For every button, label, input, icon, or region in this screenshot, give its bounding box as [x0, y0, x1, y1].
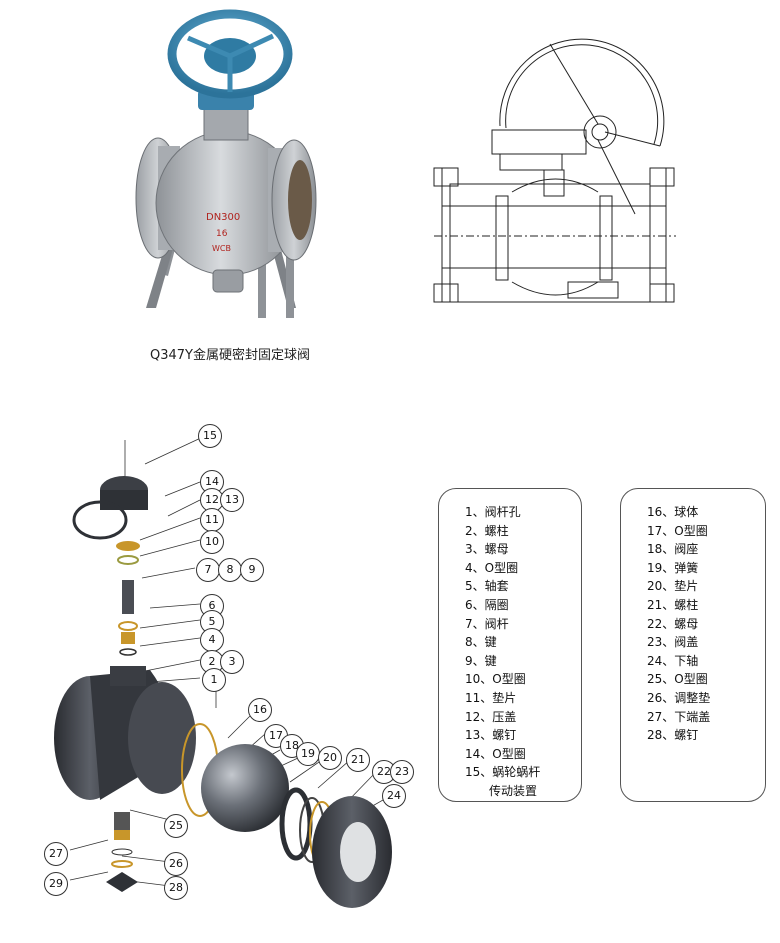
part-list-item: 8、键 [465, 635, 497, 650]
callout-16: 16 [248, 698, 272, 722]
part-list-item: 18、阀座 [647, 542, 699, 557]
part-list-item: 传动装置 [465, 783, 538, 798]
part-list-item: 23、阀盖 [647, 635, 699, 650]
callout-9: 9 [240, 558, 264, 582]
callout-10: 10 [200, 530, 224, 554]
parts-list-right-items: 16、球体 17、O型圈 18、阀座 19、弹簧 20、垫片 21、螺柱 22、螺母 23、阀… [647, 503, 710, 745]
callout-15: 15 [198, 424, 222, 448]
callout-25: 25 [164, 814, 188, 838]
parts-list-left: 1、阀杆孔 2、螺柱 3、螺母 4、O型圈 5、轴套 6、隔圈 7、阀杆 8、键 9、键 10、O… [438, 488, 582, 802]
part-list-item: 4、O型圈 [465, 560, 519, 575]
part-list-item: 12、压盖 [465, 709, 517, 724]
callout-27: 27 [44, 842, 68, 866]
body-marking-size: DN300 [206, 212, 240, 223]
callout-21: 21 [346, 748, 370, 772]
part-list-item: 13、螺钉 [465, 728, 517, 743]
body-marking-material: WCB [212, 244, 231, 253]
callout-20: 20 [318, 746, 342, 770]
part-list-item: 2、螺柱 [465, 523, 509, 538]
part-list-item: 6、隔圈 [465, 597, 509, 612]
body-marking-pressure: 16 [216, 229, 228, 239]
part-list-item: 17、O型圈 [647, 523, 708, 538]
part-list-item: 9、键 [465, 653, 497, 668]
part-list-item: 7、阀杆 [465, 616, 509, 631]
callout-8: 8 [218, 558, 242, 582]
part-list-item: 5、轴套 [465, 579, 509, 594]
part-list-item: 21、螺柱 [647, 597, 699, 612]
callout-24: 24 [382, 784, 406, 808]
part-list-item: 19、弹簧 [647, 560, 699, 575]
part-list-item: 24、下轴 [647, 653, 699, 668]
photo-caption: Q347Y金属硬密封固定球阀 [150, 348, 310, 363]
part-list-item: 11、垫片 [465, 690, 517, 705]
part-list-item: 16、球体 [647, 505, 699, 519]
callout-7: 7 [196, 558, 220, 582]
callout-13: 13 [220, 488, 244, 512]
callout-28: 28 [164, 876, 188, 900]
parts-list-left-items: 1、阀杆孔 2、螺柱 3、螺母 4、O型圈 5、轴套 6、隔圈 7、阀杆 8、键 9、键 10、O… [465, 503, 540, 801]
part-list-item: 20、垫片 [647, 579, 699, 594]
callout-26: 26 [164, 852, 188, 876]
valve-photo: DN300 16 WCB [135, 9, 317, 318]
part-list-item: 15、蜗轮蜗杆 [465, 765, 541, 780]
callout-1: 1 [202, 668, 226, 692]
part-list-item: 14、O型圈 [465, 746, 526, 761]
part-list-item: 10、O型圈 [465, 672, 526, 687]
callout-23: 23 [390, 760, 414, 784]
part-list-item: 27、下端盖 [647, 709, 711, 724]
part-list-item: 25、O型圈 [647, 672, 708, 687]
exploded-view [54, 435, 392, 908]
callout-29: 29 [44, 872, 68, 896]
callout-11: 11 [200, 508, 224, 532]
callout-4: 4 [200, 628, 224, 652]
callout-19: 19 [296, 742, 320, 766]
part-list-item: 1、阀杆孔 [465, 505, 521, 519]
parts-list-right: 16、球体 17、O型圈 18、阀座 19、弹簧 20、垫片 21、螺柱 22、螺母 23、阀… [620, 488, 766, 802]
callout-3: 3 [220, 650, 244, 674]
part-list-item: 22、螺母 [647, 616, 699, 631]
part-list-item: 3、螺母 [465, 542, 509, 557]
part-list-item: 26、调整垫 [647, 690, 711, 705]
valve-technical-drawing [433, 38, 676, 303]
part-list-item: 28、螺钉 [647, 728, 699, 743]
